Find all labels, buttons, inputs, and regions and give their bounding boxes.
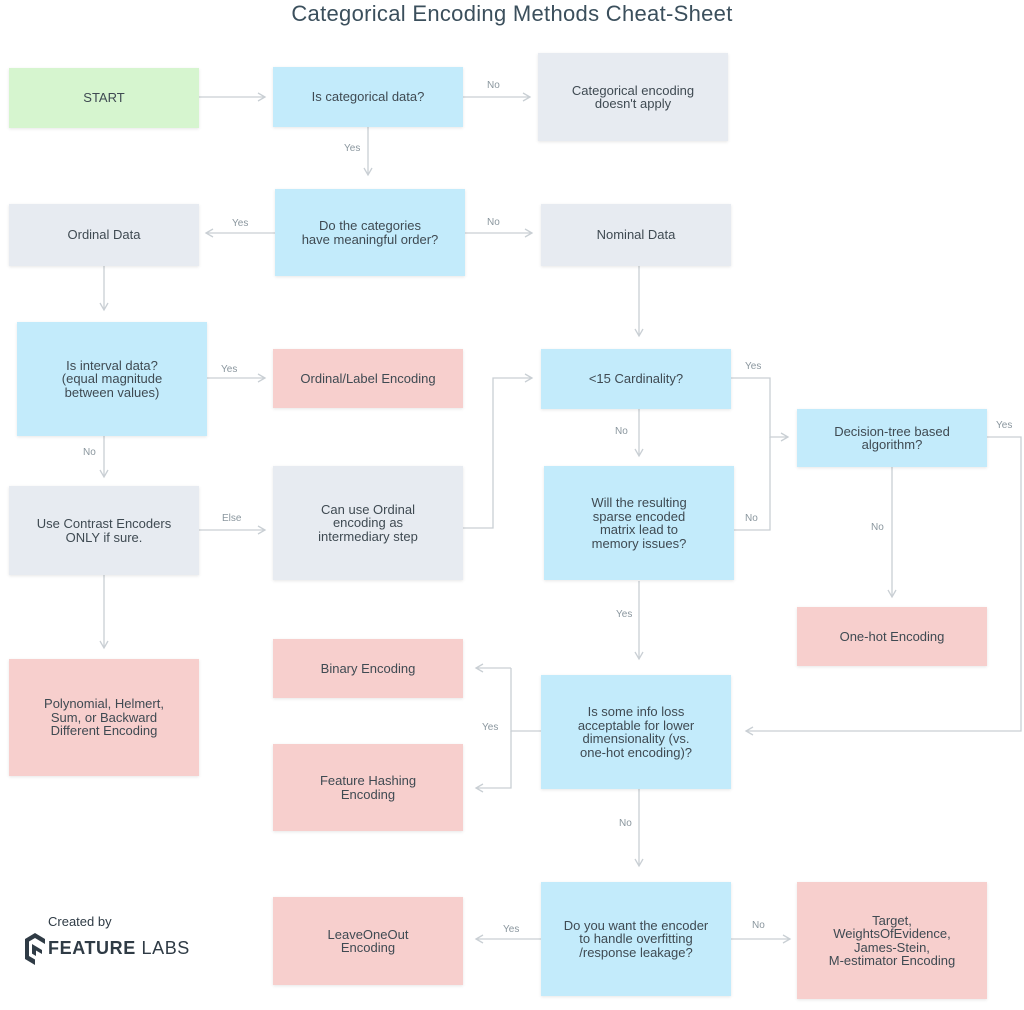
ordinal-label-encoding-node: Ordinal/Label Encoding: [273, 349, 463, 408]
edge-label-sparse-yes: Yes: [616, 609, 633, 620]
edge-infoloss-yes-hashing: [474, 731, 512, 793]
leaveoneout-encoding-node: LeaveOneOut Encoding: [273, 897, 463, 985]
overfitting-node: Do you want the encoder to handle overfi…: [541, 882, 731, 996]
page-title: Categorical Encoding Methods Cheat-Sheet: [291, 1, 733, 26]
edge-tree-yes: [744, 436, 1022, 736]
edge-label-overfit-yes: Yes: [503, 924, 520, 935]
onehot-encoding-node: One-hot Encoding: [797, 607, 987, 666]
start-node: START: [9, 68, 199, 128]
edge-intermediary-to-cardinality: [463, 373, 534, 529]
edge-infoloss-yes-trunk: [510, 668, 541, 732]
created-by-text: Created by: [48, 914, 112, 929]
edge-label-infoloss-yes: Yes: [482, 722, 499, 733]
brand-name-bold: FEATURE: [48, 938, 136, 958]
info-loss-node: Is some info loss acceptable for lower d…: [541, 675, 731, 789]
ordinal-data-node: Ordinal Data: [9, 204, 199, 266]
brand-name: FEATURE LABS: [48, 938, 190, 959]
ordinal-intermediary-node: Can use Ordinal encoding as intermediary…: [273, 466, 463, 580]
not-apply-node: Categorical encoding doesn't apply: [538, 53, 728, 141]
edge-label-categorical-no: No: [487, 80, 500, 91]
edge-label-interval-yes: Yes: [221, 364, 238, 375]
edge-label-cardinality-yes: Yes: [745, 361, 762, 372]
target-encoding-node: Target, WeightsOfEvidence, James-Stein, …: [797, 882, 987, 999]
edge-label-order-yes: Yes: [232, 218, 249, 229]
edge-label-tree-no: No: [871, 522, 884, 533]
edge-label-order-no: No: [487, 217, 500, 228]
contrast-encoders-node: Use Contrast Encoders ONLY if sure.: [9, 486, 199, 575]
edge-label-overfit-no: No: [752, 920, 765, 931]
edge-cardinality-yes: [731, 377, 790, 442]
binary-encoding-node: Binary Encoding: [273, 639, 463, 698]
edge-sparse-no: [734, 437, 771, 531]
feature-labs-logo-icon: [25, 933, 45, 965]
brand-name-rest: LABS: [135, 938, 190, 958]
edge-label-interval-no: No: [83, 447, 96, 458]
decision-tree-node: Decision-tree based algorithm?: [797, 409, 987, 467]
feature-hashing-node: Feature Hashing Encoding: [273, 744, 463, 831]
edge-label-contrast-else: Else: [222, 513, 242, 524]
is-categorical-node: Is categorical data?: [273, 67, 463, 127]
cardinality-node: <15 Cardinality?: [541, 349, 731, 409]
polynomial-encoding-node: Polynomial, Helmert, Sum, or Backward Di…: [9, 659, 199, 776]
edge-label-sparse-no: No: [745, 513, 758, 524]
sparse-memory-node: Will the resulting sparse encoded matrix…: [544, 466, 734, 580]
edge-label-cardinality-no: No: [615, 426, 628, 437]
meaningful-order-node: Do the categories have meaningful order?: [275, 189, 465, 276]
edge-label-tree-yes: Yes: [996, 420, 1013, 431]
nominal-data-node: Nominal Data: [541, 204, 731, 266]
edge-label-categorical-yes: Yes: [344, 143, 361, 154]
edge-label-infoloss-no: No: [619, 818, 632, 829]
is-interval-node: Is interval data? (equal magnitude betwe…: [17, 322, 207, 436]
